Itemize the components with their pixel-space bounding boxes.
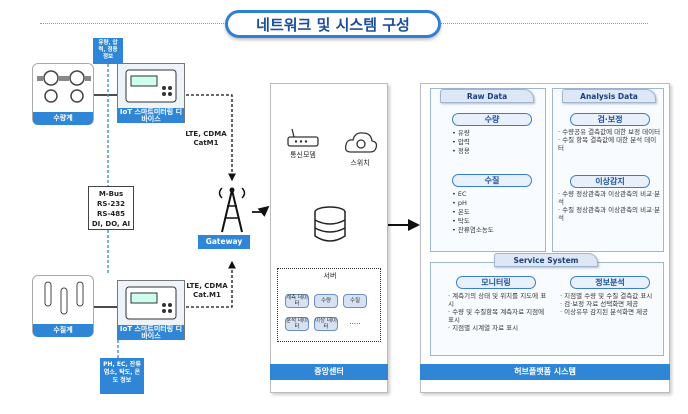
protocol-item: RS-232 (97, 200, 125, 208)
hub-platform-footer: 허브플랫폼 시스템 (420, 364, 670, 380)
smart-meter-icon (125, 286, 177, 320)
list-item: • 온도 (452, 208, 470, 216)
monitor-list: · 계측기의 상태 및 위치를 지도에 표시 · 수량 및 수질항목 계측자료 … (448, 292, 552, 332)
water-quality-label: 수질계 (33, 324, 93, 337)
raw-data-tab: Raw Data (440, 89, 534, 103)
list-item: · 이상유무 감지된 분석화면 제공 (560, 308, 649, 316)
list-item: · 수량공유 결측값에 대한 보정 데이터 (558, 128, 661, 136)
lte-label-top: LTE, CDMA CatM1 (185, 130, 227, 147)
protocol-item: DI, DO, AI (91, 220, 131, 228)
list-item: · 지점별 시계열 자료 표시 (448, 324, 519, 332)
quality-list: • EC • pH • 온도 • 탁도 • 잔류염소농도 (452, 190, 536, 235)
list-item: • 탁도 (452, 217, 470, 225)
list-item: • pH (452, 199, 467, 207)
quality-head: 수질 (452, 174, 532, 187)
db-item: 계측 데이터 (285, 294, 309, 308)
antenna-tower-icon (218, 187, 246, 233)
list-item: · 계측기의 상태 및 위치를 지도에 표시 (448, 292, 547, 308)
db-item: 수량 (314, 294, 338, 308)
list-item: • 정용 (452, 147, 470, 155)
gateway-label: Gateway (198, 235, 250, 249)
check-head: 검·보정 (570, 113, 650, 126)
modem-icon (287, 128, 319, 147)
list-item: · 수질 항목 결측값에 대한 분석 데이터 (558, 136, 657, 152)
water-quality-sensor-icon (44, 281, 84, 315)
quantity-list: • 유량 • 압력 • 정용 (452, 129, 536, 156)
protocol-item: RS-485 (97, 210, 125, 218)
list-item: · 수량 및 수질항목 계측자료 지점에 표시 (448, 308, 545, 324)
db-more: ..... (349, 318, 361, 326)
switch-cloud-icon (344, 132, 378, 153)
iot-device-top: IoT 스마트미터링 디바이스 (117, 63, 185, 123)
service-system-tab: Service System (494, 253, 598, 267)
anomaly-head: 이상감지 (570, 175, 650, 188)
quality-info-box: PH, EC, 잔류염소, 탁도, 온도 정보 (100, 358, 144, 394)
flow-info-box: 유량, 압력, 정용 정보 (93, 38, 123, 64)
water-meter-label: 수량계 (33, 112, 93, 125)
list-item: · 수량 정상관측과 이상관측의 비교·분석 (558, 190, 661, 206)
db-item: 수질 (343, 294, 367, 308)
water-quality-group: 수질계 (32, 275, 94, 337)
lte-label-bottom: LTE, CDMA Cat.M1 (186, 282, 228, 299)
db-item: 분석 데이터 (285, 317, 309, 331)
protocol-box: M-Bus RS-232 RS-485 DI, DO, AI (88, 186, 134, 230)
list-item: · 수질 정상관측과 이상관측의 비교·분석 (558, 206, 661, 222)
analysis-data-tab: Analysis Data (562, 89, 656, 103)
water-meter-icon (37, 70, 91, 103)
protocol-item: M-Bus (98, 190, 124, 198)
iot-device-bottom-label: IoT 스마트미터링 디바이스 (118, 325, 184, 340)
database-icon (314, 206, 346, 242)
page-title: 네트워크 및 시스템 구성 (225, 10, 441, 38)
list-item: • 압력 (452, 138, 470, 146)
iot-device-bottom: IoT 스마트미터링 디바이스 (117, 280, 185, 340)
central-center-footer: 중앙센터 (270, 364, 388, 380)
list-item: • 유량 (452, 129, 470, 137)
smart-meter-icon (125, 69, 177, 103)
server-label: 서버 (323, 272, 337, 280)
db-item: 이상 데이터 (314, 317, 338, 331)
anomaly-list: · 수량 정상관측과 이상관측의 비교·분석 · 수질 정상관측과 이상관측의 … (558, 190, 662, 222)
monitor-head: 모니터링 (456, 276, 536, 289)
switch-label: 스위치 (350, 159, 370, 167)
analysis-list: · 지점별 수량 및 수질 결측값 표시 · 검·보정 자료 선택화면 제공 ·… (560, 292, 664, 316)
list-item: · 검·보정 자료 선택화면 제공 (560, 300, 639, 308)
iot-device-top-label: IoT 스마트미터링 디바이스 (118, 108, 184, 123)
list-item: • EC (452, 190, 467, 198)
check-list: · 수량공유 결측값에 대한 보정 데이터 · 수질 항목 결측값에 대한 분석… (558, 128, 662, 152)
quantity-head: 수량 (452, 113, 532, 126)
water-meter-group: 수량계 (32, 63, 94, 125)
analysis-head: 정보분석 (570, 276, 650, 289)
modem-label: 통신모뎀 (290, 151, 316, 159)
list-item: · 지점별 수량 및 수질 결측값 표시 (560, 292, 653, 300)
list-item: • 잔류염소농도 (452, 226, 494, 234)
